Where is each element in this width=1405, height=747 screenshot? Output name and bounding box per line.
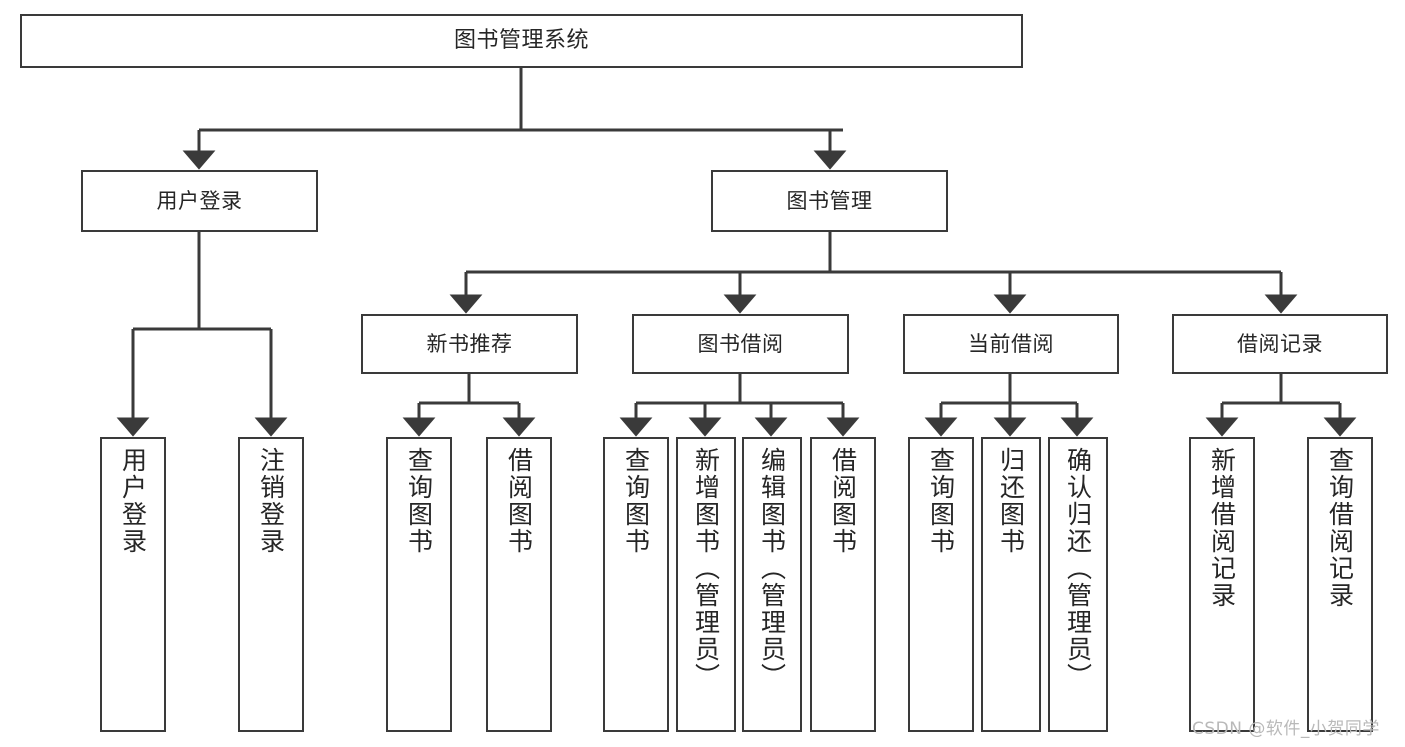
node-book-management[interactable]: 图书管理 bbox=[711, 170, 948, 232]
leaf-new-book-borrow[interactable]: 借阅图书 bbox=[486, 437, 552, 732]
leaf-book-borrow-query[interactable]: 查询图书 bbox=[603, 437, 669, 732]
leaf-user-login-login[interactable]: 用户登录 bbox=[100, 437, 166, 732]
node-label: 图书借阅 bbox=[697, 331, 784, 356]
node-new-book-recommend[interactable]: 新书推荐 bbox=[361, 314, 578, 374]
leaf-book-borrow-add[interactable]: 新增图书（管理员） bbox=[676, 437, 736, 732]
node-label: 查询图书 bbox=[404, 447, 434, 555]
node-label: 新增借阅记录 bbox=[1207, 447, 1237, 609]
node-label: 借阅图书 bbox=[828, 447, 858, 555]
node-user-login[interactable]: 用户登录 bbox=[81, 170, 318, 232]
node-root-system[interactable]: 图书管理系统 bbox=[20, 14, 1023, 68]
node-label: 新书推荐 bbox=[426, 331, 513, 356]
node-label: 用户登录 bbox=[118, 447, 148, 555]
node-label: 归还图书 bbox=[996, 447, 1026, 555]
leaf-borrow-record-add[interactable]: 新增借阅记录 bbox=[1189, 437, 1255, 732]
node-label: 查询图书 bbox=[926, 447, 956, 555]
node-label: 借阅图书 bbox=[504, 447, 534, 555]
node-label: 编辑图书（管理员） bbox=[757, 447, 787, 690]
leaf-current-borrow-confirm[interactable]: 确认归还（管理员） bbox=[1048, 437, 1108, 732]
leaf-current-borrow-return[interactable]: 归还图书 bbox=[981, 437, 1041, 732]
node-label: 图书管理系统 bbox=[453, 28, 589, 54]
node-label: 查询借阅记录 bbox=[1325, 447, 1355, 609]
leaf-user-login-logout[interactable]: 注销登录 bbox=[238, 437, 304, 732]
node-label: 借阅记录 bbox=[1237, 331, 1323, 356]
node-label: 新增图书（管理员） bbox=[691, 447, 721, 690]
leaf-book-borrow-edit[interactable]: 编辑图书（管理员） bbox=[742, 437, 802, 732]
node-label: 查询图书 bbox=[621, 447, 651, 555]
node-borrow-record[interactable]: 借阅记录 bbox=[1172, 314, 1388, 374]
leaf-current-borrow-query[interactable]: 查询图书 bbox=[908, 437, 974, 732]
node-label: 用户登录 bbox=[156, 188, 243, 213]
node-book-borrow[interactable]: 图书借阅 bbox=[632, 314, 849, 374]
leaf-new-book-query[interactable]: 查询图书 bbox=[386, 437, 452, 732]
node-label: 图书管理 bbox=[786, 188, 873, 213]
leaf-book-borrow-borrow[interactable]: 借阅图书 bbox=[810, 437, 876, 732]
node-current-borrow[interactable]: 当前借阅 bbox=[903, 314, 1119, 374]
node-label: 当前借阅 bbox=[968, 331, 1054, 356]
node-label: 确认归还（管理员） bbox=[1063, 447, 1093, 690]
node-label: 注销登录 bbox=[256, 447, 286, 555]
leaf-borrow-record-query[interactable]: 查询借阅记录 bbox=[1307, 437, 1373, 732]
csdn-watermark: CSDN @软件_小贺同学 bbox=[1192, 719, 1380, 739]
